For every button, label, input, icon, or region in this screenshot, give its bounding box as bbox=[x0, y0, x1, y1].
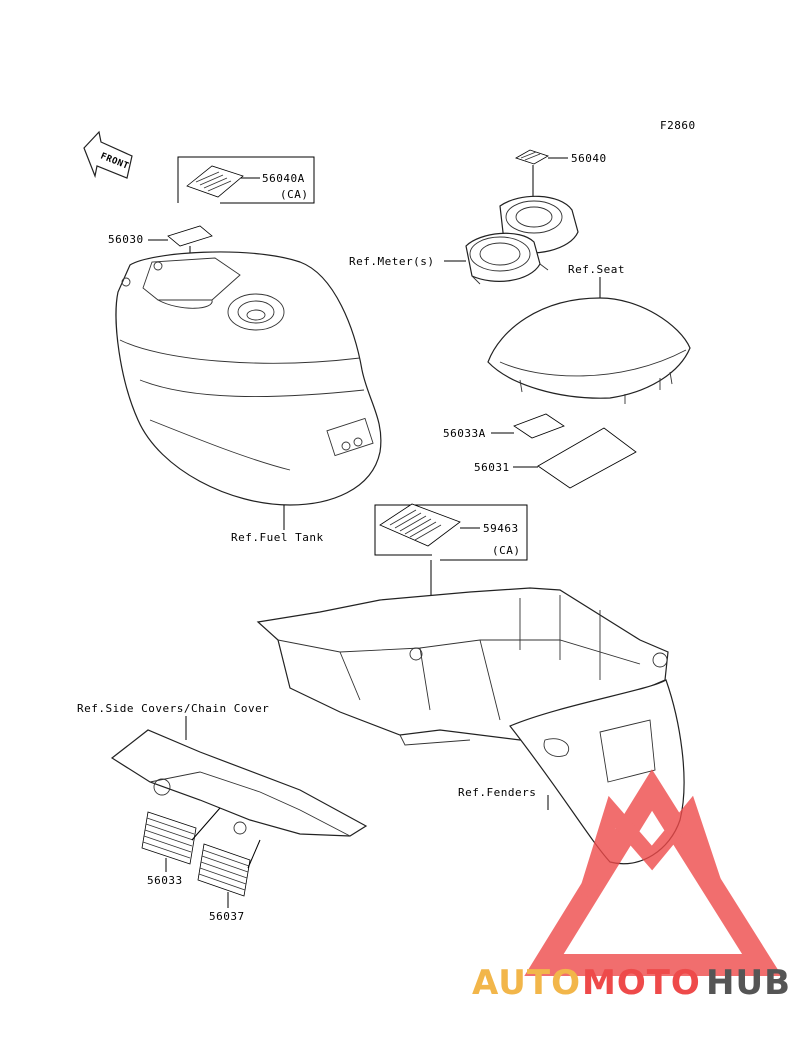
watermark-moto: MOTO bbox=[582, 963, 701, 1003]
part-number-56040: 56040 bbox=[571, 152, 607, 165]
part-number-56030: 56030 bbox=[108, 233, 144, 246]
callout-56040A: 56040A (CA) bbox=[177, 156, 315, 204]
callout-59463: 59463 (CA) bbox=[374, 503, 528, 690]
ref-seat: Ref.Seat bbox=[568, 263, 625, 276]
part-number-56033A: 56033A bbox=[443, 427, 486, 440]
callout-56031: 56031 bbox=[474, 427, 637, 489]
callout-56037: 56037 bbox=[197, 839, 261, 923]
ref-fuel-tank: Ref.Fuel Tank bbox=[231, 531, 324, 544]
part-number-56040A: 56040A bbox=[262, 172, 305, 185]
part-number-56037: 56037 bbox=[209, 910, 245, 923]
part-number-56031: 56031 bbox=[474, 461, 510, 474]
meter-illustration bbox=[465, 195, 579, 285]
part-number-59463: 59463 bbox=[483, 522, 519, 535]
seat-illustration bbox=[487, 297, 691, 404]
part-number-56033: 56033 bbox=[147, 874, 183, 887]
watermark-hub: HUB bbox=[706, 963, 791, 1003]
figure-code: F2860 bbox=[660, 119, 696, 132]
front-arrow-icon: FRONT bbox=[83, 130, 133, 179]
chain-cover-illustration bbox=[110, 729, 368, 837]
ref-meters: Ref.Meter(s) bbox=[349, 255, 434, 268]
ref-side-covers: Ref.Side Covers/Chain Cover bbox=[77, 702, 269, 715]
callout-56033: 56033 bbox=[141, 807, 221, 887]
automotohub-logo bbox=[524, 769, 782, 976]
callout-56040: 56040 bbox=[515, 149, 607, 205]
part-note-59463: (CA) bbox=[492, 544, 521, 557]
fuel-tank-illustration bbox=[115, 251, 382, 506]
part-note-56040A: (CA) bbox=[280, 188, 309, 201]
ref-fenders: Ref.Fenders bbox=[458, 786, 536, 799]
callout-56033A: 56033A bbox=[443, 413, 565, 440]
watermark-auto: AUTO bbox=[472, 963, 581, 1003]
callout-56030: 56030 bbox=[108, 225, 213, 272]
